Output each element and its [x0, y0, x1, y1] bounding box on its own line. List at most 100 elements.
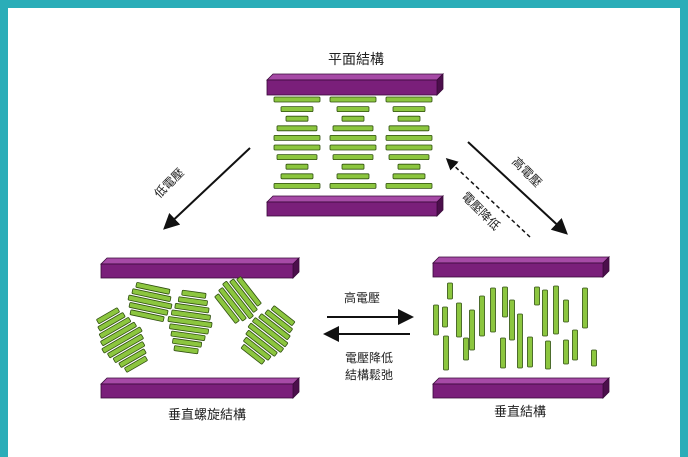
helical-molecule — [96, 307, 120, 324]
vertical-molecule — [542, 289, 548, 337]
planar-molecule — [285, 163, 309, 170]
helical-molecule — [218, 287, 247, 322]
arrow-label-voltage-decrease: 電壓降低 — [345, 351, 393, 365]
helical-molecule — [229, 278, 258, 313]
helical-molecule — [118, 348, 147, 368]
helical-molecule — [131, 288, 172, 302]
helical-molecule — [128, 302, 169, 316]
helical-molecule — [177, 296, 208, 306]
planar-molecule — [329, 182, 377, 189]
vertical-molecule — [443, 335, 449, 371]
helical-molecule — [252, 317, 289, 347]
vertical-molecule — [456, 302, 462, 338]
planar-molecule — [385, 144, 433, 151]
vertical-molecule — [500, 337, 506, 369]
planar-molecule — [273, 96, 321, 103]
helical-molecule — [170, 330, 206, 341]
right-lower-plate — [432, 377, 610, 399]
top-upper-plate — [266, 73, 444, 96]
planar-molecule — [392, 106, 426, 112]
vertical-molecule — [563, 299, 569, 323]
planar-molecule — [276, 154, 318, 161]
vertical-molecule — [447, 282, 453, 300]
vertical-molecule — [463, 337, 469, 361]
planar-molecule — [329, 134, 377, 141]
helical-molecule — [236, 276, 262, 307]
helical-molecule — [243, 337, 272, 361]
planar-molecule — [385, 134, 433, 141]
helical-molecule — [124, 356, 148, 373]
helical-molecule — [100, 321, 137, 346]
helical-molecule — [129, 309, 165, 322]
planar-molecule — [273, 182, 321, 189]
helical-molecule — [247, 323, 284, 353]
planar-molecule — [388, 154, 430, 161]
top-structure-label: 平面結構 — [328, 52, 384, 68]
vertical-molecule — [563, 339, 569, 365]
helical-molecule — [173, 345, 199, 355]
arrow-top-to-left — [163, 147, 251, 230]
planar-molecule — [385, 96, 433, 103]
vertical-molecule — [527, 336, 533, 368]
helical-molecule — [258, 313, 291, 340]
helical-molecule — [167, 316, 213, 328]
planar-molecule — [329, 144, 377, 151]
helical-molecule — [271, 305, 296, 326]
arrow-right-to-top-dashed — [445, 157, 531, 238]
planar-molecule — [341, 163, 365, 170]
vertical-molecule — [479, 295, 485, 337]
vertical-molecule — [490, 287, 496, 333]
plates-layer — [100, 73, 610, 399]
helical-molecule — [171, 309, 211, 321]
planar-molecule — [336, 106, 370, 112]
planar-molecule — [276, 125, 318, 132]
arrows — [163, 141, 568, 342]
planar-molecule — [280, 106, 314, 112]
helical-molecule — [97, 312, 126, 332]
vertical-molecule — [509, 299, 515, 341]
arrow-label-high-voltage: 高電壓 — [344, 290, 380, 305]
planar-molecule — [341, 115, 365, 122]
vertical-molecule — [433, 304, 439, 336]
vertical-molecule — [545, 340, 551, 370]
planar-molecule — [397, 115, 421, 122]
arrow-label-low-voltage: 低電壓 — [151, 165, 186, 200]
arrow-top-to-right — [467, 141, 568, 235]
planar-molecule — [385, 182, 433, 189]
left-upper-plate — [100, 257, 300, 279]
left-lower-plate — [100, 377, 300, 399]
helical-molecule — [181, 289, 207, 299]
planar-molecule — [273, 134, 321, 141]
helical-molecule — [127, 294, 173, 310]
right-upper-plate — [432, 256, 610, 278]
planar-molecule — [332, 154, 374, 161]
vertical-molecule — [442, 306, 448, 328]
planar-molecule — [336, 173, 370, 180]
helical-molecule — [101, 326, 143, 354]
right-structure-label: 垂直結構 — [494, 405, 546, 420]
molecules-layer — [96, 96, 597, 373]
left-structure-label: 垂直螺旋結構 — [168, 408, 246, 423]
helical-molecule — [245, 330, 278, 357]
top-lower-plate — [266, 195, 444, 217]
vertical-molecule — [469, 309, 475, 351]
vertical-molecule — [582, 287, 588, 329]
vertical-molecule — [502, 286, 508, 318]
planar-molecule — [329, 96, 377, 103]
planar-molecule — [285, 115, 309, 122]
helical-molecule — [112, 341, 146, 363]
helical-molecule — [172, 338, 203, 348]
planar-molecule — [332, 125, 374, 132]
helical-molecule — [174, 303, 210, 314]
vertical-molecule — [517, 313, 523, 369]
vertical-molecule — [572, 329, 578, 361]
planar-molecule — [392, 173, 426, 180]
helical-molecule — [107, 334, 144, 359]
helical-molecule — [98, 317, 132, 339]
helical-molecule — [222, 281, 254, 319]
planar-molecule — [388, 125, 430, 132]
planar-molecule — [397, 163, 421, 170]
planar-molecule — [280, 173, 314, 180]
arrow-label-voltage-decrease-diagonal: 電壓降低 — [459, 189, 503, 233]
